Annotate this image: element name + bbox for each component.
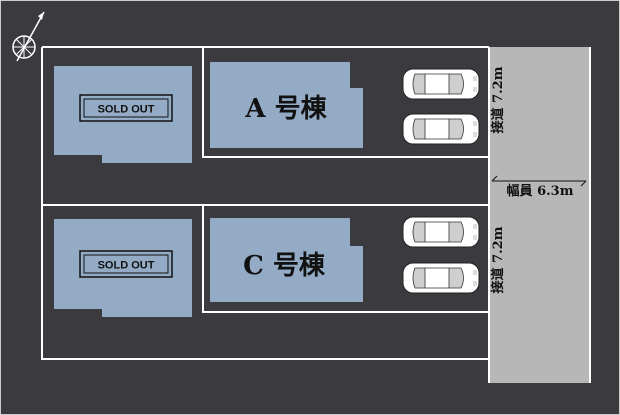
road-width-label: 幅員 6.3m xyxy=(507,183,574,199)
car-icon xyxy=(402,262,480,294)
sold-out-label: SOLD OUT xyxy=(98,104,155,116)
lot-c-building xyxy=(210,218,363,302)
frontage-lower-label: 接道 7.2m xyxy=(490,226,506,293)
frontage-upper-label: 接道 7.2m xyxy=(490,66,506,133)
sold-out-badge: SOLD OUT xyxy=(79,94,173,122)
sold-out-badge: SOLD OUT xyxy=(79,250,173,278)
lot-c-label: C 号棟 xyxy=(243,251,326,281)
car-icon xyxy=(402,68,480,100)
road-width-dimension xyxy=(491,175,587,187)
lot-boundaries xyxy=(41,46,489,360)
lot-a-building xyxy=(210,62,363,148)
road xyxy=(489,47,590,383)
sold-out-label: SOLD OUT xyxy=(98,260,155,272)
car-icon xyxy=(402,113,480,145)
lot-a-label: A 号棟 xyxy=(244,94,327,124)
car-icon xyxy=(402,216,480,248)
north-arrow-icon xyxy=(12,11,45,62)
